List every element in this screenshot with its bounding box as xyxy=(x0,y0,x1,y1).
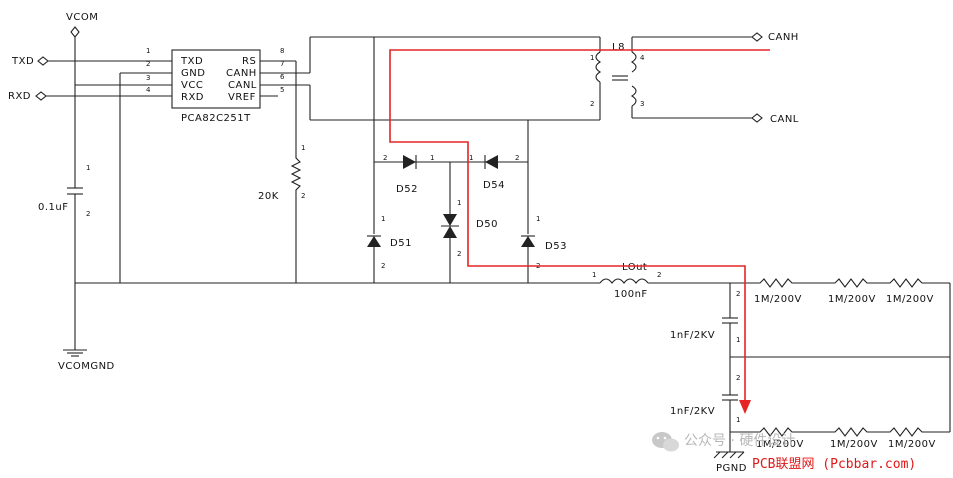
vcom-label: VCOM xyxy=(66,12,98,23)
vcom-port: VCOM xyxy=(66,12,98,188)
svg-text:1: 1 xyxy=(457,199,461,207)
svg-text:TXD: TXD xyxy=(180,56,203,67)
svg-text:RXD: RXD xyxy=(181,92,204,103)
capacitor-vcom: 1 2 0.1uF xyxy=(38,164,90,350)
svg-text:GND: GND xyxy=(181,68,205,79)
diode-d51: 1 2 D51 xyxy=(367,215,412,283)
rxd-port: RXD xyxy=(8,91,172,102)
diode-d50: 1 2 D50 xyxy=(441,162,498,283)
svg-text:7: 7 xyxy=(280,60,284,68)
svg-text:PGND: PGND xyxy=(716,463,747,474)
vcomgnd-symbol: VCOMGND xyxy=(58,349,115,372)
svg-text:1M/200V: 1M/200V xyxy=(754,294,802,305)
resistor-chain-bottom: 1M/200V 1M/200V 1M/200V xyxy=(730,427,950,450)
svg-text:1M/200V: 1M/200V xyxy=(828,294,876,305)
svg-text:1: 1 xyxy=(592,271,596,279)
watermark-text: 公众号 · 硬件设计 xyxy=(684,433,795,449)
svg-text:4: 4 xyxy=(146,86,151,94)
svg-text:5: 5 xyxy=(280,86,284,94)
svg-text:1M/200V: 1M/200V xyxy=(888,439,936,450)
diode-d52: 2 1 D52 xyxy=(383,154,434,195)
svg-text:100nF: 100nF xyxy=(614,289,648,300)
svg-text:1M/200V: 1M/200V xyxy=(886,294,934,305)
svg-text:3: 3 xyxy=(146,74,150,82)
svg-text:CANH: CANH xyxy=(768,32,799,43)
svg-text:2: 2 xyxy=(383,154,387,162)
svg-text:CANL: CANL xyxy=(770,114,799,125)
svg-text:1: 1 xyxy=(590,54,594,62)
svg-text:2: 2 xyxy=(457,250,461,258)
svg-text:VREF: VREF xyxy=(228,92,256,103)
svg-text:6: 6 xyxy=(280,73,285,81)
svg-text:1: 1 xyxy=(736,336,740,344)
txd-label: TXD xyxy=(11,56,34,67)
txd-port: TXD xyxy=(11,56,172,67)
svg-text:2: 2 xyxy=(657,271,661,279)
c-vcom-label: 0.1uF xyxy=(38,202,69,213)
diode-d54: 1 2 D54 xyxy=(469,154,519,191)
svg-text:1: 1 xyxy=(146,47,150,55)
svg-text:2: 2 xyxy=(301,192,305,200)
svg-text:1: 1 xyxy=(301,144,305,152)
svg-text:1: 1 xyxy=(736,416,740,424)
svg-text:2: 2 xyxy=(590,100,594,108)
svg-text:L8: L8 xyxy=(612,42,625,53)
svg-text:1nF/2KV: 1nF/2KV xyxy=(670,406,715,417)
svg-text:1: 1 xyxy=(381,215,385,223)
ic-name: PCA82C251T xyxy=(181,113,251,124)
wechat-icon xyxy=(652,432,679,452)
svg-text:8: 8 xyxy=(280,47,284,55)
canh-port: CANH xyxy=(751,32,799,43)
svg-text:4: 4 xyxy=(640,54,645,62)
source-credit: PCB联盟网 (Pcbbar.com) xyxy=(752,457,916,472)
svg-text:CANH: CANH xyxy=(226,68,257,79)
svg-text:2: 2 xyxy=(515,154,519,162)
svg-text:D51: D51 xyxy=(390,238,412,249)
svg-text:RS: RS xyxy=(242,56,256,67)
svg-text:2: 2 xyxy=(381,262,385,270)
svg-text:D52: D52 xyxy=(396,184,418,195)
svg-text:VCC: VCC xyxy=(181,80,203,91)
svg-text:2: 2 xyxy=(736,290,740,298)
svg-text:D53: D53 xyxy=(545,241,567,252)
svg-text:2: 2 xyxy=(736,374,740,382)
r20k-label: 20K xyxy=(258,191,279,202)
resistor-20k: 1 2 20K xyxy=(258,144,305,283)
svg-text:D54: D54 xyxy=(483,180,505,191)
canl-port: CANL xyxy=(751,113,799,125)
inductor-lout: 1 2 LOut 100nF xyxy=(592,262,745,300)
svg-text:1: 1 xyxy=(430,154,434,162)
resistor-chain-top: 1M/200V 1M/200V 1M/200V xyxy=(745,278,950,305)
svg-text:1nF/2KV: 1nF/2KV xyxy=(670,330,715,341)
svg-text:1M/200V: 1M/200V xyxy=(756,439,804,450)
svg-text:1M/200V: 1M/200V xyxy=(830,439,878,450)
svg-text:1: 1 xyxy=(86,164,90,172)
surge-path-highlight xyxy=(389,49,770,414)
svg-text:3: 3 xyxy=(640,100,644,108)
svg-text:2: 2 xyxy=(146,60,150,68)
vcomgnd-label: VCOMGND xyxy=(58,361,115,372)
svg-text:CANL: CANL xyxy=(228,80,257,91)
pgnd-symbol: PGND xyxy=(713,451,747,474)
svg-text:LOut: LOut xyxy=(622,262,647,273)
svg-text:D50: D50 xyxy=(476,219,498,230)
svg-text:1: 1 xyxy=(469,154,473,162)
rxd-label: RXD xyxy=(8,91,31,102)
svg-text:2: 2 xyxy=(86,210,90,218)
transformer-l8: L8 4 3 1 2 xyxy=(590,36,752,120)
svg-text:1: 1 xyxy=(536,215,540,223)
ic-pca82c251t: TXD GND VCC RXD RS CANH CANL VREF 1 2 3 … xyxy=(146,47,285,124)
